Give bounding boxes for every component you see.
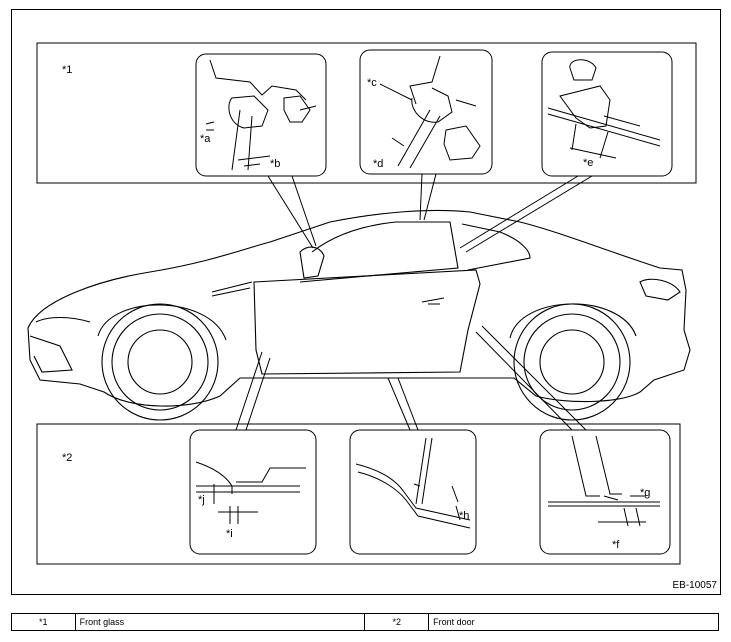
door-detail-group-box: [36, 423, 681, 565]
detail-panel-e: [541, 51, 673, 177]
detail-panel-c-d: [359, 49, 493, 175]
legend-value-2: Front door: [428, 613, 719, 631]
callout-a: *a: [200, 133, 211, 145]
detail-panel-h: [349, 429, 477, 555]
legend-value-1: Front glass: [74, 613, 366, 631]
group-label-2: *2: [62, 452, 73, 464]
legend-table: *1 Front glass *2 Front door: [11, 613, 719, 631]
leader-glass-c-d: [419, 173, 437, 221]
leader-door-i-j: [235, 351, 271, 431]
figure-frame: [11, 9, 721, 595]
detail-panel-a-b: [195, 53, 327, 177]
callout-h: *h: [459, 510, 470, 522]
callout-b: *b: [270, 158, 281, 170]
callout-i: *i: [226, 528, 233, 540]
callout-c: *c: [367, 77, 377, 89]
group-label-1: *1: [62, 64, 73, 76]
legend-row: *1 Front glass *2 Front door: [11, 613, 719, 631]
leader-glass-a-b: [267, 175, 317, 249]
leader-door-h: [387, 377, 419, 431]
callout-f: *f: [612, 539, 620, 551]
leader-door-f-g: [475, 325, 587, 431]
callout-g: *g: [640, 487, 651, 499]
leader-glass-e: [459, 175, 593, 253]
figure-code: EB-10057: [672, 580, 717, 591]
detail-panel-f-g: [539, 429, 671, 555]
legend-key-1: *1: [11, 613, 76, 631]
callout-j: *j: [198, 494, 205, 506]
coupe-car-outline: [27, 209, 691, 421]
callout-e: *e: [583, 157, 594, 169]
detail-panel-i-j: [189, 429, 317, 555]
glass-detail-group-box: [36, 42, 697, 184]
legend-key-2: *2: [364, 613, 430, 631]
callout-d: *d: [373, 158, 384, 170]
